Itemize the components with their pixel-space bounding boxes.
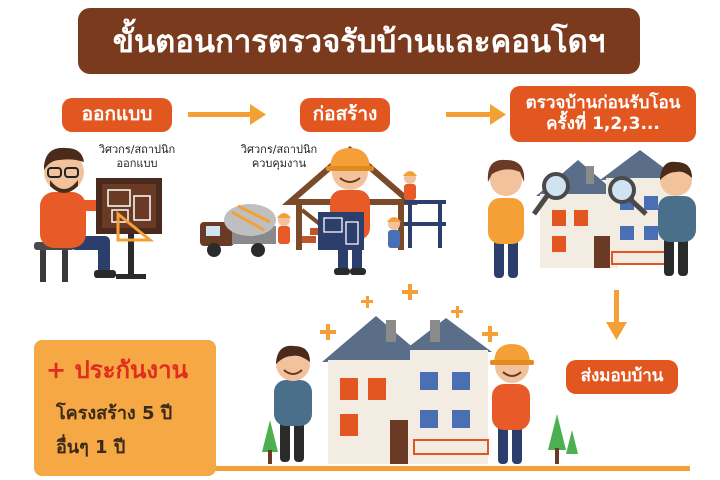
step-inspect-label-line2: ครั้งที่ 1,2,3... bbox=[546, 114, 660, 134]
step-design-caption: วิศวกร/สถาปนิก ออกแบบ bbox=[84, 143, 190, 172]
step-design-caption-line1: วิศวกร/สถาปนิก bbox=[98, 143, 176, 156]
arrow-down-icon bbox=[606, 290, 627, 340]
warranty-structure: โครงสร้าง 5 ปี bbox=[56, 403, 173, 424]
step-design-label: ออกแบบ bbox=[62, 98, 172, 132]
page-title: ขั้นตอนการตรวจรับบ้านและคอนโดฯ bbox=[78, 8, 640, 74]
step-build-caption-line2: ควบคุมงาน bbox=[251, 157, 307, 171]
step-build-label: ก่อสร้าง bbox=[300, 98, 390, 132]
warranty-title: + ประกันงาน bbox=[46, 356, 189, 384]
step-handover-label: ส่งมอบบ้าน bbox=[566, 360, 678, 394]
warranty-other: อื่นๆ 1 ปี bbox=[56, 437, 126, 458]
step-build-caption-line1: วิศวกร/สถาปนิก bbox=[240, 143, 318, 156]
arrow-right-icon bbox=[188, 104, 266, 125]
handover-illustration bbox=[262, 284, 578, 464]
arrow-right-icon bbox=[446, 104, 506, 125]
inspection-illustration bbox=[487, 150, 696, 278]
sparkle-icon bbox=[320, 284, 498, 342]
construction-illustration bbox=[200, 146, 446, 275]
step-design-caption-line2: ออกแบบ bbox=[116, 157, 158, 171]
ground-line bbox=[210, 466, 690, 471]
step-inspect-label: ตรวจบ้านก่อนรับโอน ครั้งที่ 1,2,3... bbox=[510, 86, 696, 142]
architect-illustration bbox=[34, 147, 162, 282]
step-build-caption: วิศวกร/สถาปนิก ควบคุมงาน bbox=[226, 143, 332, 172]
warranty-panel: + ประกันงาน โครงสร้าง 5 ปี อื่นๆ 1 ปี bbox=[34, 340, 216, 476]
step-inspect-label-line1: ตรวจบ้านก่อนรับโอน bbox=[525, 92, 681, 113]
